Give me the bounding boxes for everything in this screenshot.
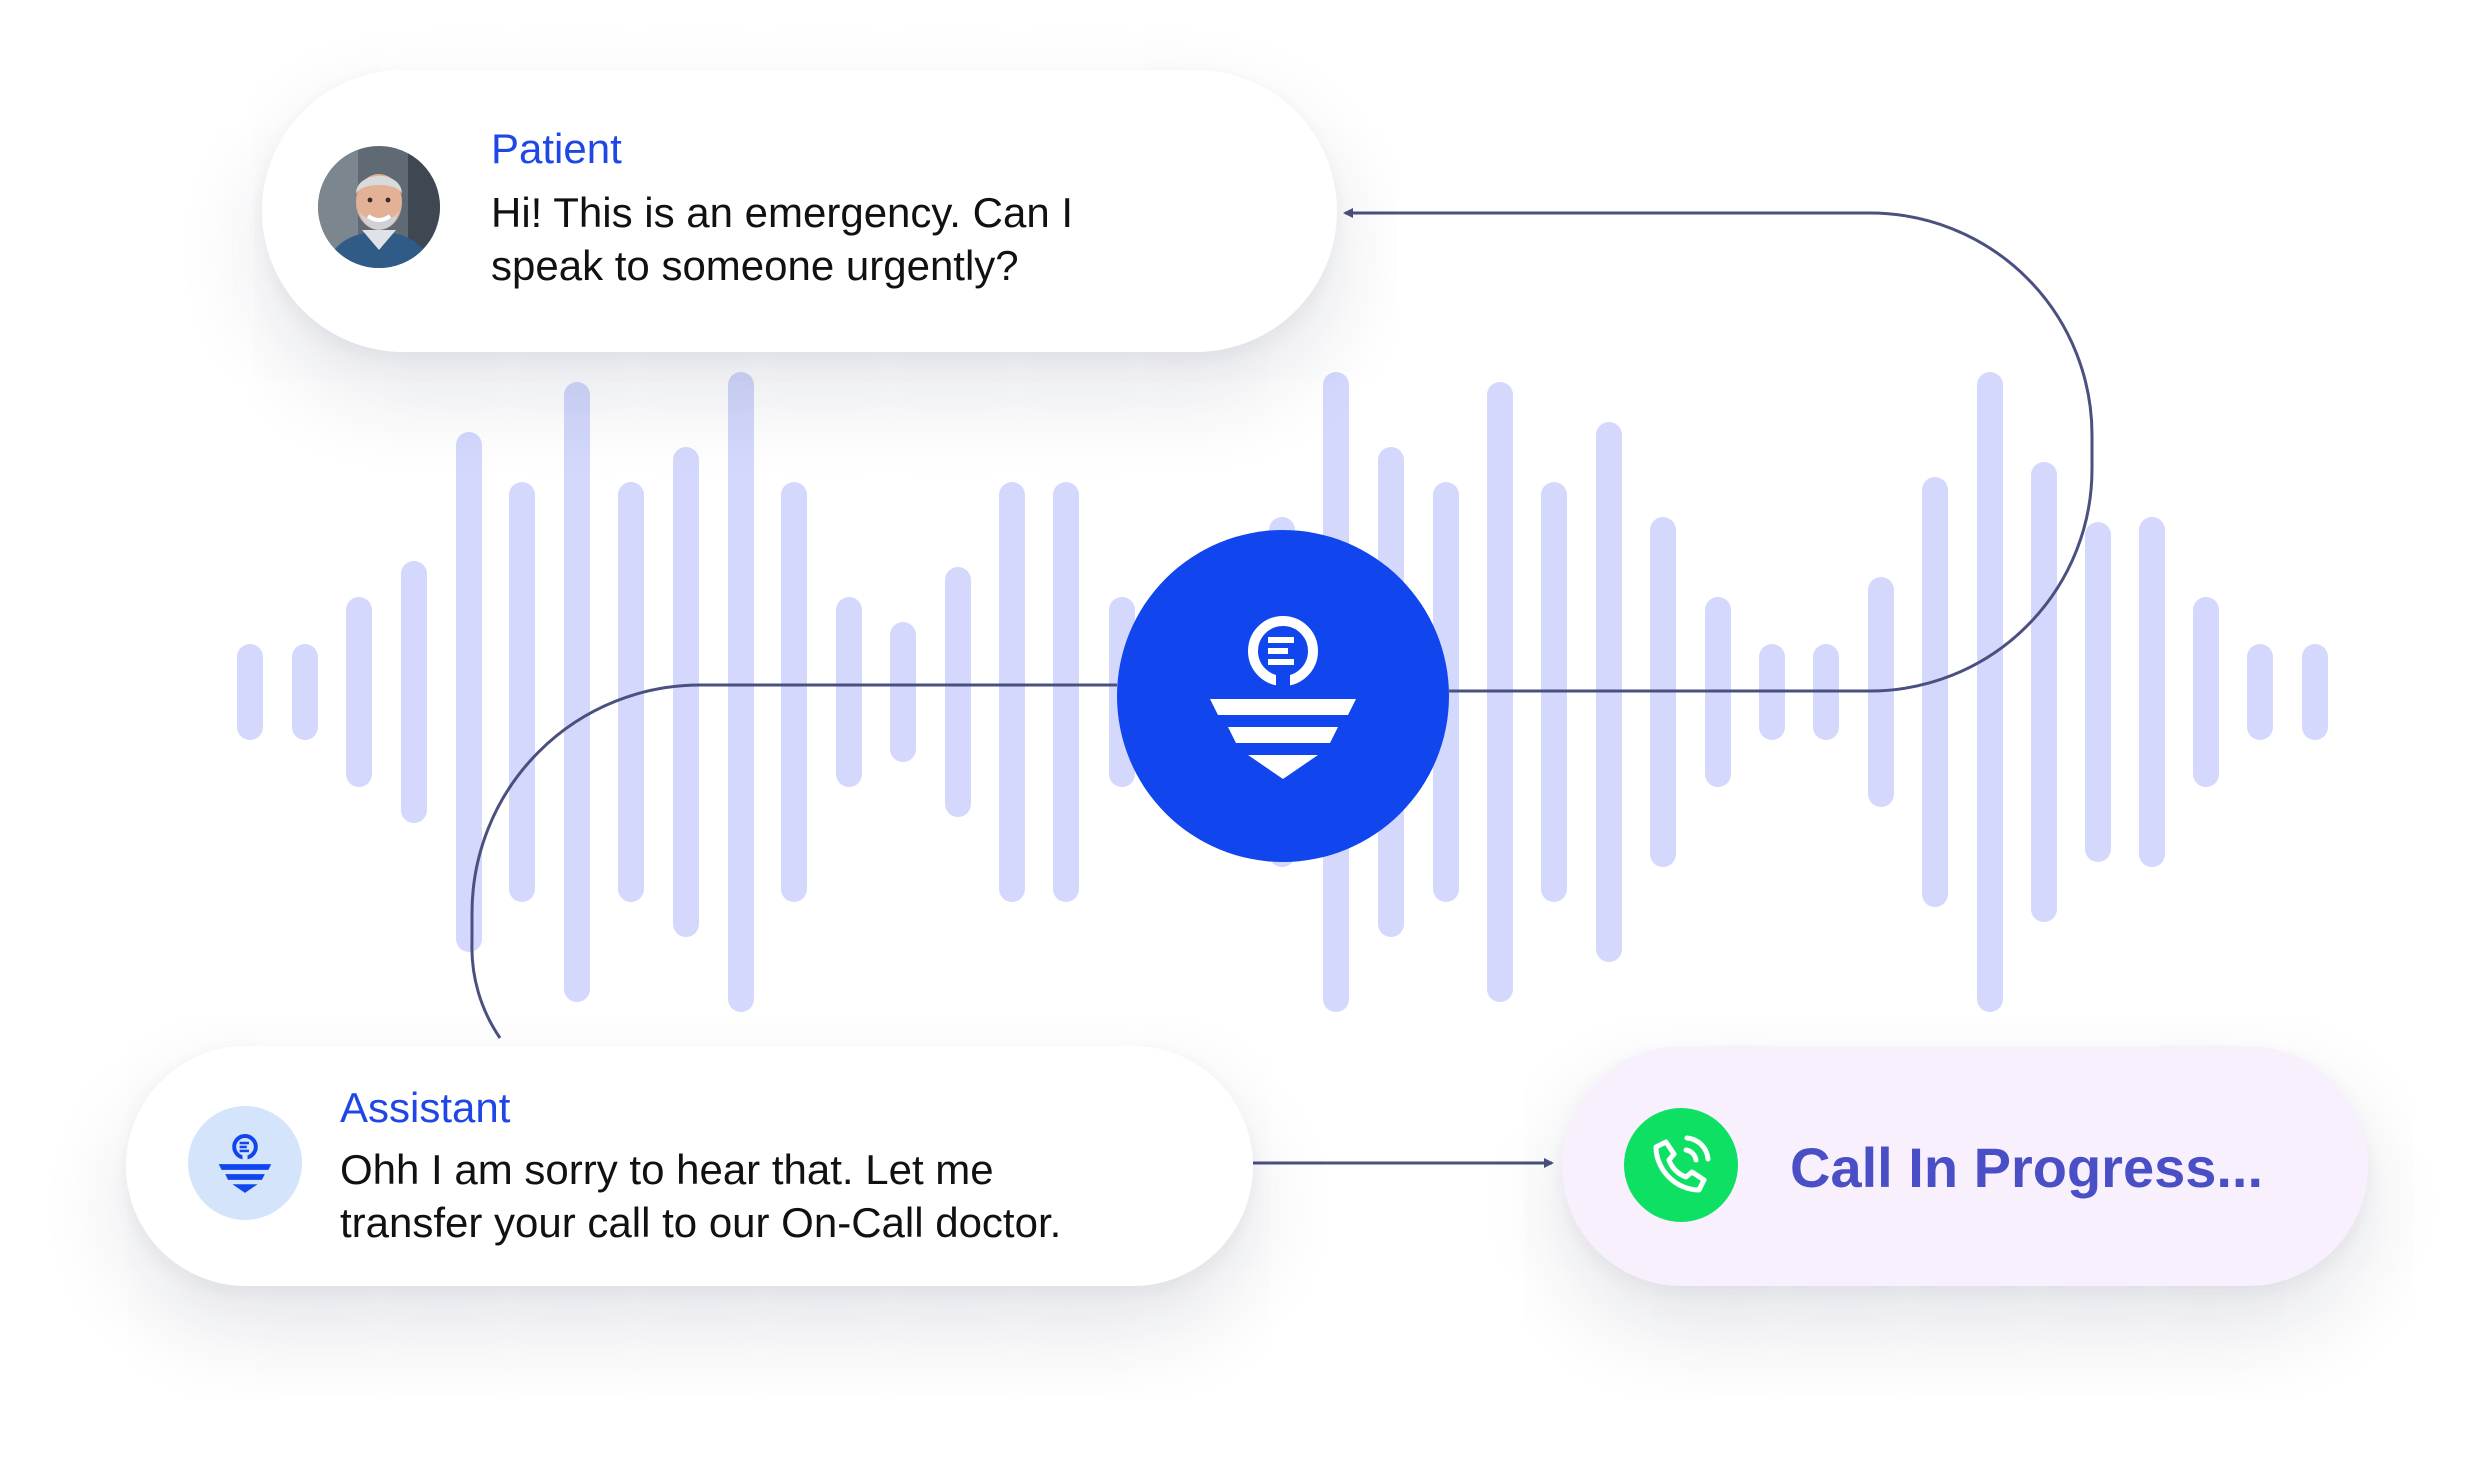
connector-hub-to-assistant <box>470 683 1117 1039</box>
patient-role-label: Patient <box>491 125 622 172</box>
assistant-avatar <box>188 1106 302 1220</box>
phone-ringing-icon <box>1653 1135 1711 1193</box>
patient-message-bubble <box>262 70 1337 352</box>
waveform-bar <box>401 561 427 823</box>
connector-hub-to-patient <box>1343 208 2094 693</box>
waveform-bar <box>836 597 862 787</box>
waveform-bar <box>890 622 916 762</box>
waveform-bar <box>564 382 590 1002</box>
waveform-bar <box>728 372 754 1012</box>
ai-agent-logo-icon <box>1210 616 1356 779</box>
waveform-bar <box>2302 644 2328 740</box>
waveform-bar <box>346 597 372 787</box>
waveform-bar <box>673 447 699 937</box>
ai-agent-hub <box>1117 530 1449 862</box>
call-button[interactable] <box>1624 1108 1738 1222</box>
waveform-bar <box>456 432 482 952</box>
patient-message-line: Hi! This is an emergency. Can I <box>491 189 1074 236</box>
waveform-bar <box>292 644 318 740</box>
call-status-label: Call In Progress... <box>1790 1136 2264 1199</box>
waveform-bar <box>2139 517 2165 867</box>
waveform-bar <box>945 567 971 817</box>
patient-avatar <box>318 146 440 268</box>
waveform-bar <box>509 482 535 902</box>
person-photo-icon <box>318 146 440 268</box>
waveform-bar <box>1977 372 2003 1012</box>
waveform-bar <box>2085 522 2111 862</box>
waveform-bar <box>1053 482 1079 902</box>
assistant-message-line: Ohh I am sorry to hear that. Let me <box>340 1146 994 1193</box>
waveform-bar <box>1922 477 1948 907</box>
waveform-bar <box>618 482 644 902</box>
waveform-bar <box>2031 462 2057 922</box>
waveform-bar <box>999 482 1025 902</box>
waveform-bar <box>781 482 807 902</box>
assistant-message-bubble <box>126 1046 1253 1286</box>
assistant-role-label: Assistant <box>340 1084 511 1131</box>
ai-agent-logo-icon <box>218 1134 272 1193</box>
waveform-bar <box>237 644 263 740</box>
assistant-message-line: transfer your call to our On-Call doctor… <box>340 1199 1062 1246</box>
waveform-bar <box>2247 644 2273 740</box>
waveform-bar <box>2193 597 2219 787</box>
patient-message-line: speak to someone urgently? <box>491 242 1019 289</box>
